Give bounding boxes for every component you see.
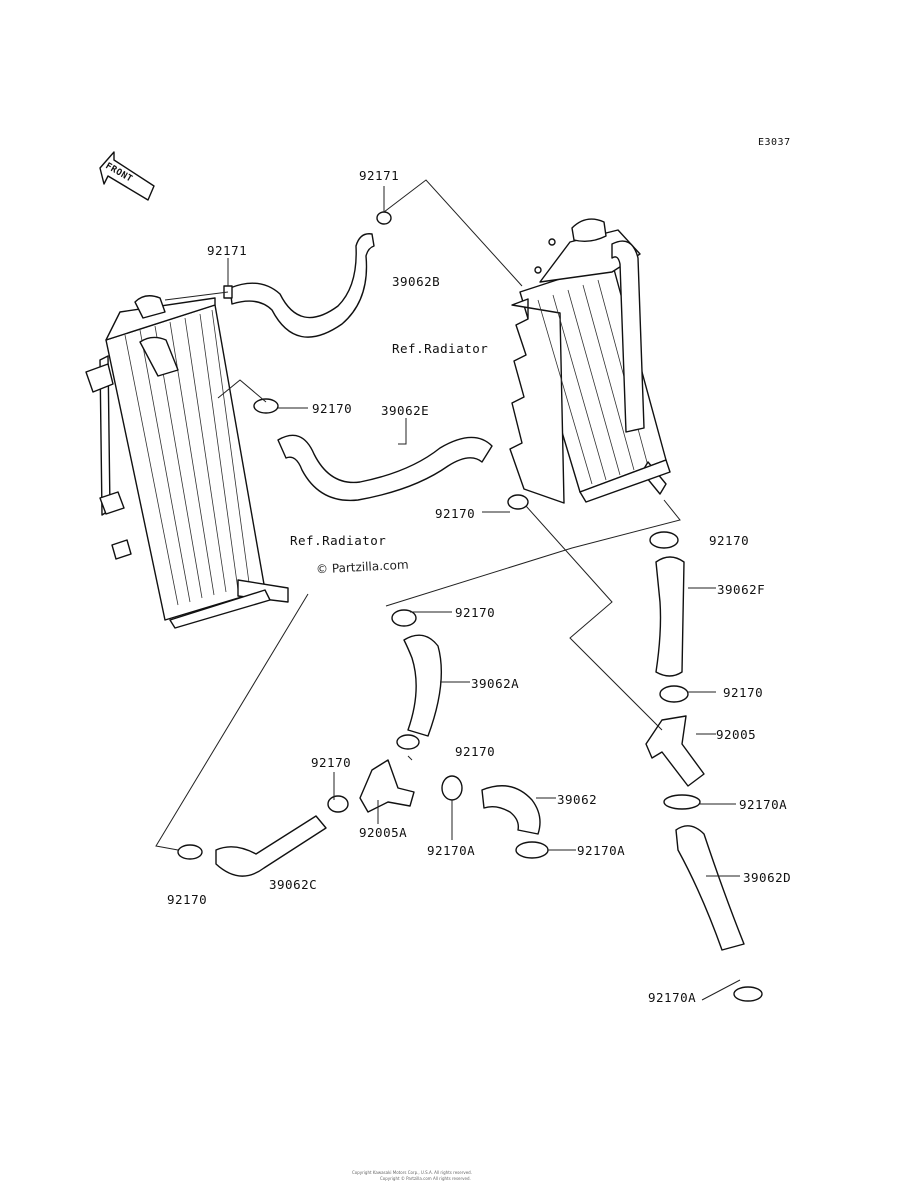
ref-label-right-radiator: Ref.Radiator	[392, 341, 489, 356]
joint-92005	[645, 715, 705, 787]
part-label: 92171	[359, 168, 400, 183]
left-radiator	[85, 295, 289, 629]
part-label: 92170	[167, 892, 208, 907]
part-label: 39062F	[717, 582, 766, 597]
footer-line: Copyright © Partzilla.com All rights res…	[380, 1176, 471, 1181]
part-label: 92170A	[739, 797, 788, 812]
part-label: 92005	[716, 727, 757, 742]
hose-39062D	[675, 825, 745, 951]
diagram-code: E3037	[758, 137, 791, 148]
part-label: 92005A	[359, 825, 408, 840]
part-label: 92170	[455, 744, 496, 759]
footer-line: Copyright Kawasaki Motors Corp., U.S.A. …	[352, 1170, 472, 1175]
part-label: 39062C	[269, 877, 318, 892]
part-label: 92171	[207, 243, 248, 258]
part-label: 92170	[455, 605, 496, 620]
part-label: 39062A	[471, 676, 520, 691]
part-label: 92170A	[577, 843, 626, 858]
front-arrow-icon	[99, 151, 155, 201]
part-label: 39062B	[392, 274, 441, 289]
hose-39062C	[215, 815, 327, 877]
hose-39062	[481, 785, 541, 835]
part-label: 92170A	[427, 843, 476, 858]
hose-39062E	[277, 434, 493, 502]
part-label: 92170	[435, 506, 476, 521]
hose-39062B	[229, 233, 375, 338]
part-label: 39062	[557, 792, 598, 807]
part-label: 92170	[311, 755, 352, 770]
part-label: 39062E	[381, 403, 430, 418]
hose-39062A	[403, 634, 442, 737]
clamps	[177, 211, 763, 1002]
part-label: 92170	[709, 533, 750, 548]
joint-92005A	[359, 759, 415, 813]
part-label: 39062D	[743, 870, 792, 885]
right-radiator	[509, 218, 671, 504]
part-label: 92170	[312, 401, 353, 416]
leader-lines	[155, 179, 741, 1001]
part-label: 92170	[723, 685, 764, 700]
hose-39062F	[655, 556, 685, 677]
ref-label-left-radiator: Ref.Radiator	[290, 533, 387, 548]
part-label: 92170A	[648, 990, 697, 1005]
